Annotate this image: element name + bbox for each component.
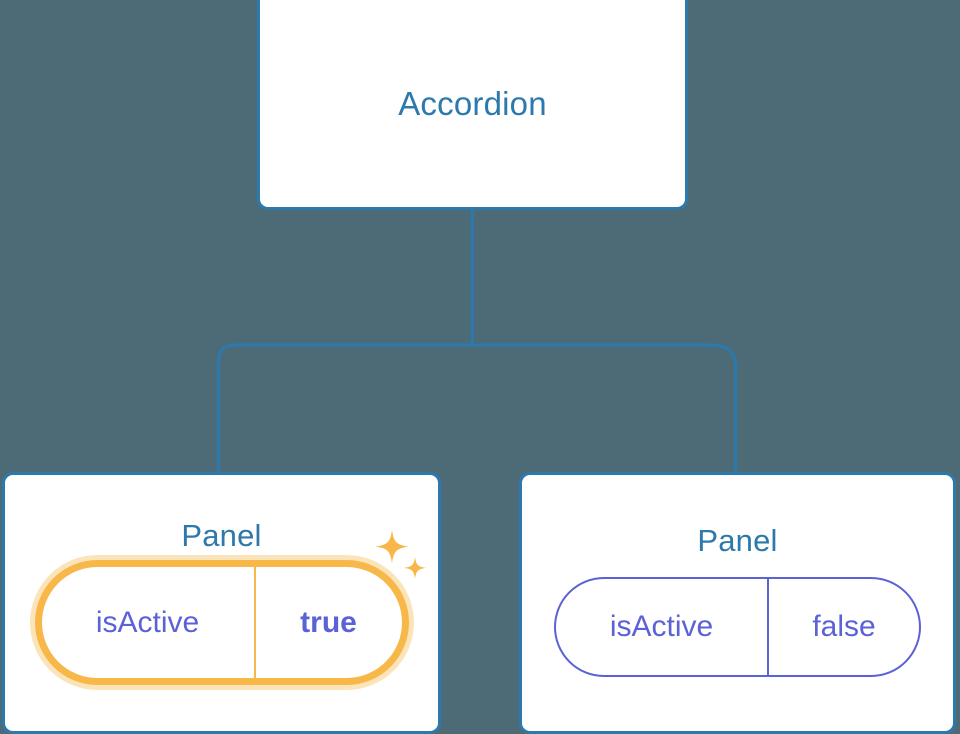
prop-pill-wrapper-active: isActive true — [34, 530, 426, 685]
sparkle-group — [375, 530, 426, 579]
node-title-accordion: Accordion — [398, 84, 547, 122]
prop-key-is-active: isActive — [556, 579, 769, 675]
prop-key-is-active: isActive — [42, 567, 256, 678]
node-card-panel-active[interactable]: Panel isActive true — [2, 472, 441, 734]
connector-branch-bar — [216, 343, 738, 472]
sparkle-large-icon — [375, 530, 408, 564]
prop-value-is-active: true — [300, 605, 357, 639]
prop-value-is-active: false — [812, 610, 876, 643]
node-card-panel-inactive[interactable]: Panel isActive false — [519, 472, 956, 734]
prop-pill-is-active-true[interactable]: isActive true — [34, 560, 409, 685]
prop-pill-is-active-false[interactable]: isActive false — [554, 577, 921, 677]
sparkle-small-icon — [403, 557, 426, 579]
node-title-panel-active: Panel — [181, 518, 262, 553]
node-card-accordion[interactable]: Accordion — [257, 0, 688, 210]
node-title-panel-inactive: Panel — [697, 523, 778, 558]
